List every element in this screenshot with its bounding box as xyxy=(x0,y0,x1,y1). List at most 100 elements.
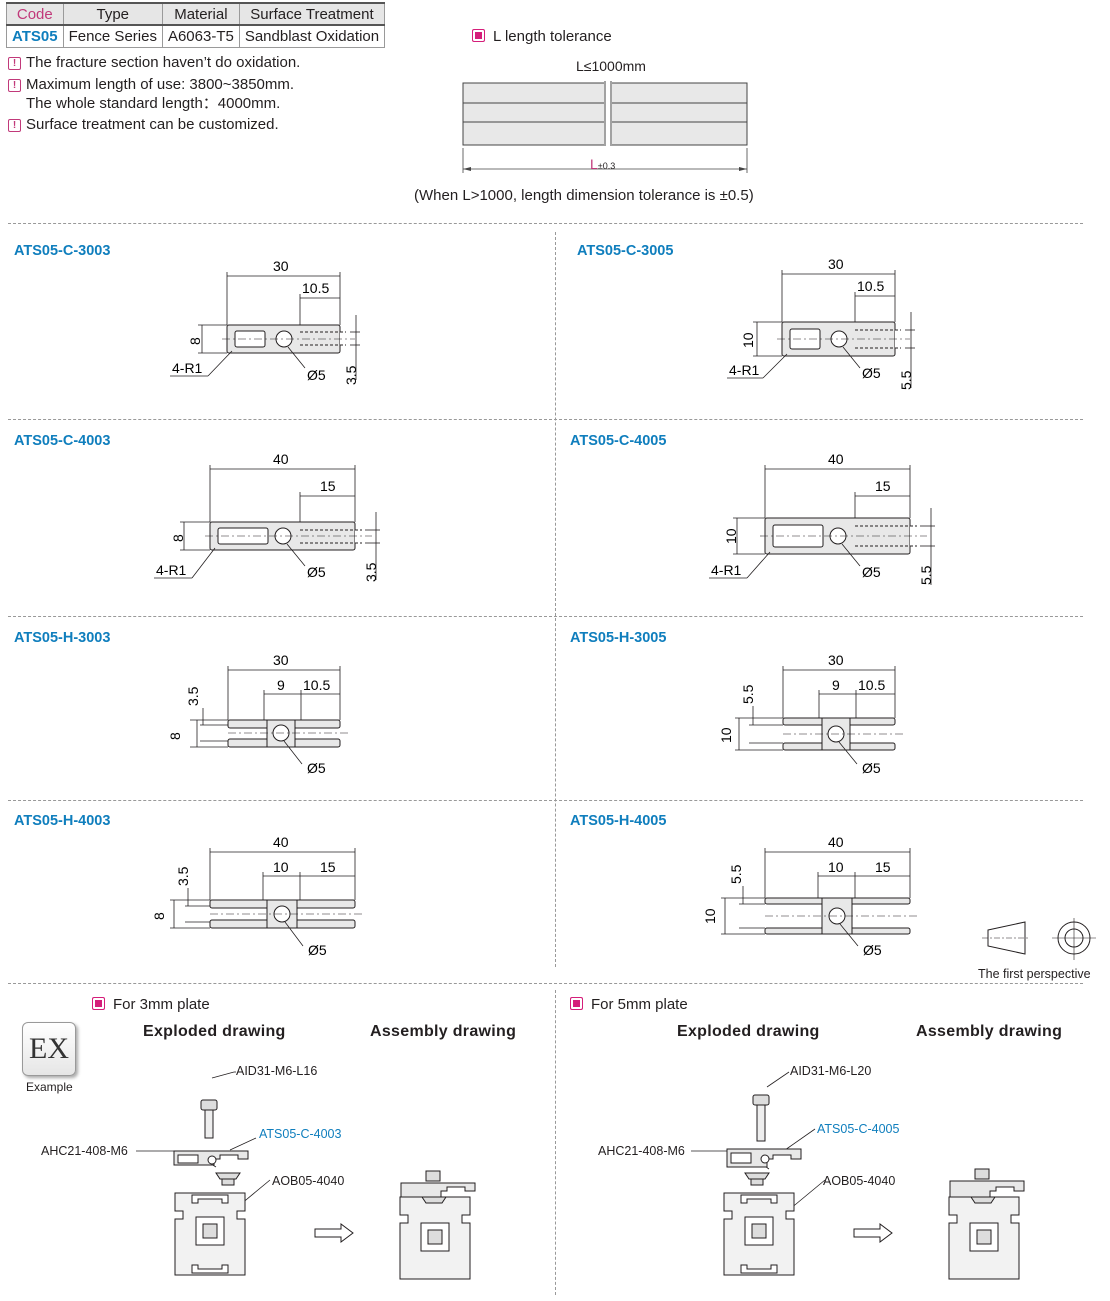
spec-header-material: Material xyxy=(161,2,240,26)
divider xyxy=(8,800,1083,801)
drawing-title: ATS05-C-4005 xyxy=(570,433,667,449)
svg-text:4-R1: 4-R1 xyxy=(172,360,203,376)
drawing-title: ATS05-C-4003 xyxy=(14,433,111,449)
svg-text:10: 10 xyxy=(828,859,844,875)
svg-text:5.5: 5.5 xyxy=(918,565,934,585)
svg-text:Ø5: Ø5 xyxy=(862,365,881,381)
divider xyxy=(8,223,1083,224)
drawing-title: ATS05-H-4003 xyxy=(14,813,111,829)
spec-header-type: Type xyxy=(62,2,163,26)
divider xyxy=(8,616,1083,617)
part-nut-label: AHC21-408-M6 xyxy=(41,1144,128,1158)
spec-header-code: Code xyxy=(6,2,64,26)
svg-text:Ø5: Ø5 xyxy=(308,942,327,958)
svg-text:3.5: 3.5 xyxy=(175,866,191,886)
spec-surface: Sandblast Oxidation xyxy=(238,24,386,48)
part-bolt-label: AID31-M6-L20 xyxy=(790,1064,872,1078)
svg-text:Ø5: Ø5 xyxy=(863,942,882,958)
svg-text:8: 8 xyxy=(187,337,203,345)
divider xyxy=(8,983,1083,984)
part-bolt-label: AID31-M6-L16 xyxy=(236,1064,318,1078)
drawing-h-4003: 40 10 15 8 3.5 Ø5 xyxy=(151,834,365,958)
svg-text:9: 9 xyxy=(277,677,285,693)
svg-text:3.5: 3.5 xyxy=(343,365,359,385)
tolerance-max-label: L≤1000mm xyxy=(576,58,646,74)
svg-text:10.5: 10.5 xyxy=(857,278,884,294)
svg-text:8: 8 xyxy=(167,732,183,740)
svg-text:15: 15 xyxy=(320,859,336,875)
svg-text:10: 10 xyxy=(718,727,734,743)
drawing-title: ATS05-H-4005 xyxy=(570,813,667,829)
svg-text:15: 15 xyxy=(875,859,891,875)
drawing-title: ATS05-H-3005 xyxy=(570,630,667,646)
svg-text:40: 40 xyxy=(273,834,289,850)
drawing-c-3003: 30 10.5 8 3.5 Ø5 4-R1 xyxy=(170,258,360,385)
warning-icon: ! xyxy=(8,79,21,92)
arrow-right-icon xyxy=(314,1223,354,1243)
exploded-heading-right: Exploded drawing xyxy=(677,1023,820,1040)
svg-text:10.5: 10.5 xyxy=(303,677,330,693)
spec-header-surface: Surface Treatment xyxy=(238,2,386,26)
warning-icon: ! xyxy=(8,57,21,70)
part-profile-label: AOB05-4040 xyxy=(272,1174,345,1188)
drawing-title: ATS05-H-3003 xyxy=(14,630,111,646)
assembly-heading-right: Assembly drawing xyxy=(916,1023,1063,1040)
example-badge-label: Example xyxy=(26,1080,73,1094)
drawing-c-3005: 30 10.5 10 5.5 Ø5 4-R1 xyxy=(727,256,915,390)
drawing-h-3005: 30 9 10.5 10 5.5 Ø5 xyxy=(718,652,905,776)
arrow-right-icon xyxy=(853,1223,893,1243)
assembly-drawing-right xyxy=(948,1168,1025,1280)
example-right-title: For 5mm plate xyxy=(570,996,688,1013)
assembly-drawing-left xyxy=(399,1170,476,1280)
spec-code: ATS05 xyxy=(6,24,64,48)
svg-text:10: 10 xyxy=(273,859,289,875)
part-bracket-label: ATS05-C-4003 xyxy=(259,1127,342,1141)
example-badge-icon: EX xyxy=(22,1022,76,1076)
svg-text:30: 30 xyxy=(273,652,289,668)
svg-text:5.5: 5.5 xyxy=(728,864,744,884)
note-3: !Surface treatment can be customized. xyxy=(8,115,279,134)
exploded-drawing-right xyxy=(691,1071,826,1276)
note-1: !The fracture section haven’t do oxidati… xyxy=(8,53,300,72)
svg-text:8: 8 xyxy=(170,534,186,542)
assembly-heading-left: Assembly drawing xyxy=(370,1023,517,1040)
exploded-drawing-left xyxy=(136,1071,271,1276)
svg-text:5.5: 5.5 xyxy=(898,370,914,390)
svg-text:10.5: 10.5 xyxy=(302,280,329,296)
spec-material: A6063-T5 xyxy=(161,24,240,48)
drawing-c-4003: 40 15 8 3.5 Ø5 4-R1 xyxy=(154,451,380,582)
spec-table: Code Type Material Surface Treatment ATS… xyxy=(6,2,386,48)
section-bullet-icon xyxy=(570,997,583,1010)
tolerance-footnote: (When L>1000, length dimension tolerance… xyxy=(414,187,754,204)
svg-text:Ø5: Ø5 xyxy=(862,760,881,776)
svg-text:10: 10 xyxy=(702,908,718,924)
svg-text:30: 30 xyxy=(828,652,844,668)
example-left-title: For 3mm plate xyxy=(92,996,210,1013)
perspective-label: The first perspective xyxy=(978,967,1091,981)
svg-text:30: 30 xyxy=(828,256,844,272)
section-bullet-icon xyxy=(92,997,105,1010)
exploded-heading-left: Exploded drawing xyxy=(143,1023,286,1040)
svg-text:8: 8 xyxy=(151,912,167,920)
svg-text:10: 10 xyxy=(740,332,756,348)
drawing-title: ATS05-C-3005 xyxy=(577,243,674,259)
section-bullet-icon xyxy=(472,29,485,42)
svg-text:Ø5: Ø5 xyxy=(307,564,326,580)
svg-text:4-R1: 4-R1 xyxy=(711,562,742,578)
drawing-h-4005: 40 10 15 10 5.5 Ø5 xyxy=(702,834,920,958)
tolerance-title: L length tolerance xyxy=(472,28,612,45)
drawing-c-4005: 40 15 10 5.5 Ø5 4-R1 xyxy=(709,451,935,585)
svg-text:3.5: 3.5 xyxy=(185,686,201,706)
svg-text:40: 40 xyxy=(828,451,844,467)
divider xyxy=(555,232,556,967)
first-perspective-icon xyxy=(982,918,1096,960)
svg-text:10: 10 xyxy=(723,528,739,544)
svg-text:9: 9 xyxy=(832,677,840,693)
divider xyxy=(555,990,556,1295)
warning-icon: ! xyxy=(8,119,21,132)
svg-text:40: 40 xyxy=(273,451,289,467)
svg-text:15: 15 xyxy=(320,478,336,494)
part-profile-label: AOB05-4040 xyxy=(823,1174,896,1188)
svg-text:40: 40 xyxy=(828,834,844,850)
drawing-title: ATS05-C-3003 xyxy=(14,243,111,259)
